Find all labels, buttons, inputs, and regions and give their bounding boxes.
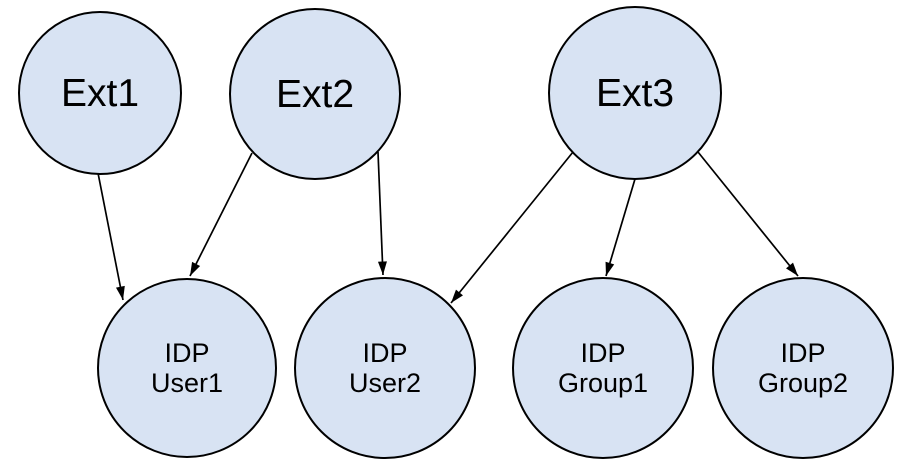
node-idp-group2-circle [712,277,894,459]
node-idp-user1-circle [97,278,277,458]
node-ext3-label: Ext3 [596,72,674,115]
node-ext1-circle [18,11,182,175]
edge-ext1-to-idp-user1 [97,172,125,301]
edge-ext2-to-idp-user1 [189,152,253,277]
edge-ext3-to-idp-group1 [605,178,636,277]
node-ext3-circle [548,6,722,180]
edge-ext3-to-idp-group2 [697,151,799,277]
node-ext1-label: Ext1 [61,72,139,115]
node-ext2-circle [229,8,401,180]
node-idp-user2-circle [294,277,476,459]
node-idp-group1-circle [512,277,694,459]
node-ext3: Ext3 [548,6,722,180]
edge-ext3-to-idp-user2 [450,151,574,304]
node-ext1: Ext1 [18,11,182,175]
edge-ext2-to-idp-user2 [377,151,387,276]
node-ext2: Ext2 [229,8,401,180]
node-ext2-label: Ext2 [276,73,354,116]
